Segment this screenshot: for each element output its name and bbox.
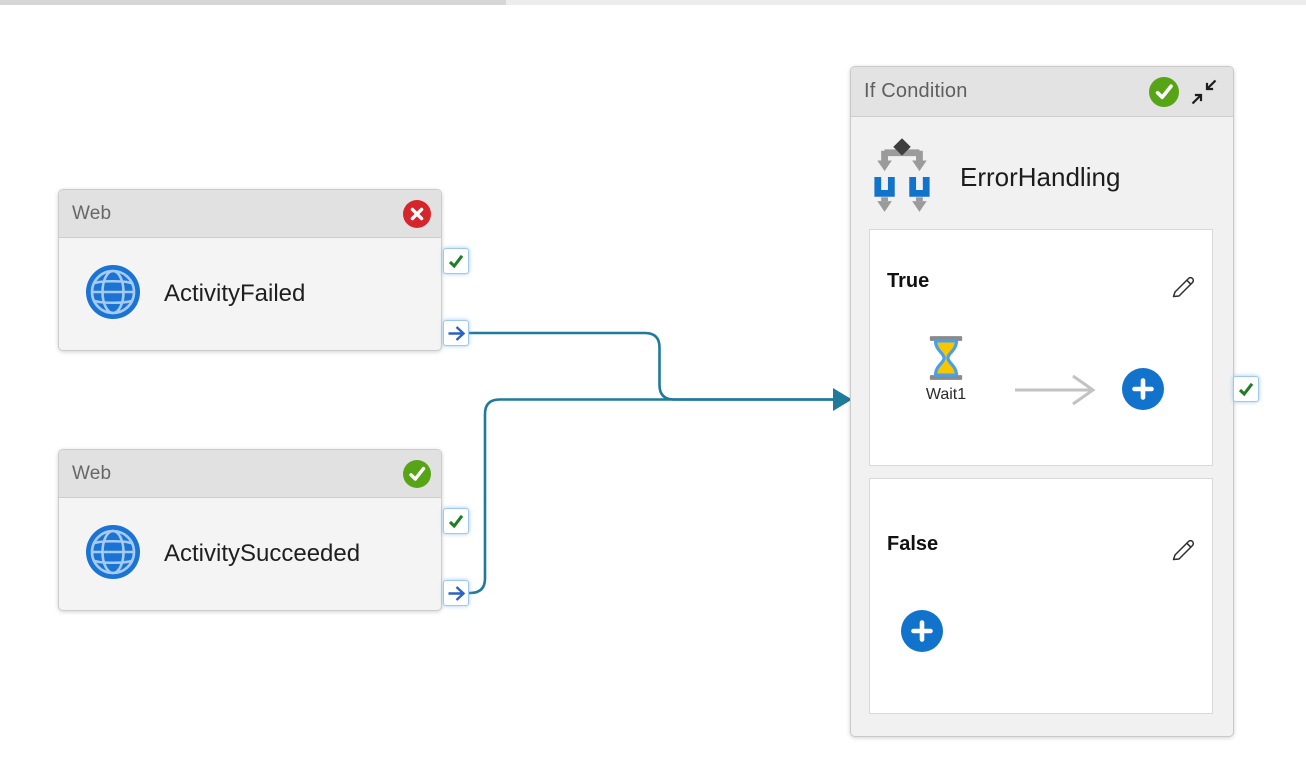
add-activity-false-button[interactable]: [901, 610, 943, 652]
edge-activitysucceeded-to-errorhandling[interactable]: [462, 398, 834, 595]
edge-activityfailed-to-errorhandling[interactable]: [469, 331, 834, 401]
false-branch-label: False: [887, 533, 939, 555]
check-icon: [448, 254, 464, 269]
edit-true-branch-pencil-icon[interactable]: [1168, 272, 1198, 302]
web-globe-icon: [85, 264, 141, 325]
activity-name: ErrorHandling: [960, 162, 1121, 192]
true-branch-label: True: [887, 270, 930, 292]
edge-arrowhead-icon: [833, 388, 852, 411]
activity-header[interactable]: Web: [59, 450, 441, 498]
activity-type-label: If Condition: [864, 80, 968, 102]
activitysucceeded-success-port[interactable]: [443, 508, 469, 534]
wait-activity-name: Wait1: [925, 386, 967, 403]
activity-name: ActivitySucceeded: [164, 540, 361, 567]
activity-type-label: Web: [72, 202, 112, 224]
status-succeeded-icon: [1149, 76, 1179, 107]
check-icon: [448, 514, 464, 529]
if-condition-branch-icon: [871, 137, 933, 218]
status-succeeded-icon: [403, 459, 431, 488]
activity-node-errorhandling[interactable]: If Condition: [850, 66, 1234, 737]
edit-false-branch-pencil-icon[interactable]: [1168, 535, 1198, 565]
status-failed-icon: [403, 199, 431, 228]
wait-activity-node[interactable]: Wait1: [896, 336, 996, 404]
check-icon: [1238, 382, 1254, 397]
if-condition-header[interactable]: If Condition: [851, 67, 1233, 117]
false-branch-panel[interactable]: False: [869, 478, 1213, 714]
plus-icon: [1132, 378, 1154, 400]
add-activity-true-button[interactable]: [1122, 368, 1164, 410]
arrow-right-icon: [448, 325, 465, 341]
next-activity-arrow-icon: [1015, 374, 1096, 406]
arrow-right-icon: [448, 585, 465, 601]
horizontal-scrollbar-track[interactable]: [0, 0, 1306, 5]
activity-node-activityfailed[interactable]: Web Activit: [58, 189, 442, 351]
collapse-icon[interactable]: [1191, 79, 1217, 105]
plus-icon: [911, 620, 933, 642]
activity-node-activitysucceeded[interactable]: Web Activit: [58, 449, 442, 611]
true-branch-panel[interactable]: True Wait1: [869, 229, 1213, 466]
activity-type-label: Web: [72, 462, 112, 484]
activityfailed-success-port[interactable]: [443, 248, 469, 274]
hourglass-icon: [929, 336, 963, 380]
activitysucceeded-output-port[interactable]: [443, 580, 469, 606]
activity-header[interactable]: Web: [59, 190, 441, 238]
activity-name: ActivityFailed: [164, 280, 306, 307]
web-globe-icon: [85, 524, 141, 585]
horizontal-scrollbar-thumb[interactable]: [0, 0, 506, 5]
activityfailed-output-port[interactable]: [443, 320, 469, 346]
errorhandling-success-port[interactable]: [1233, 376, 1259, 402]
